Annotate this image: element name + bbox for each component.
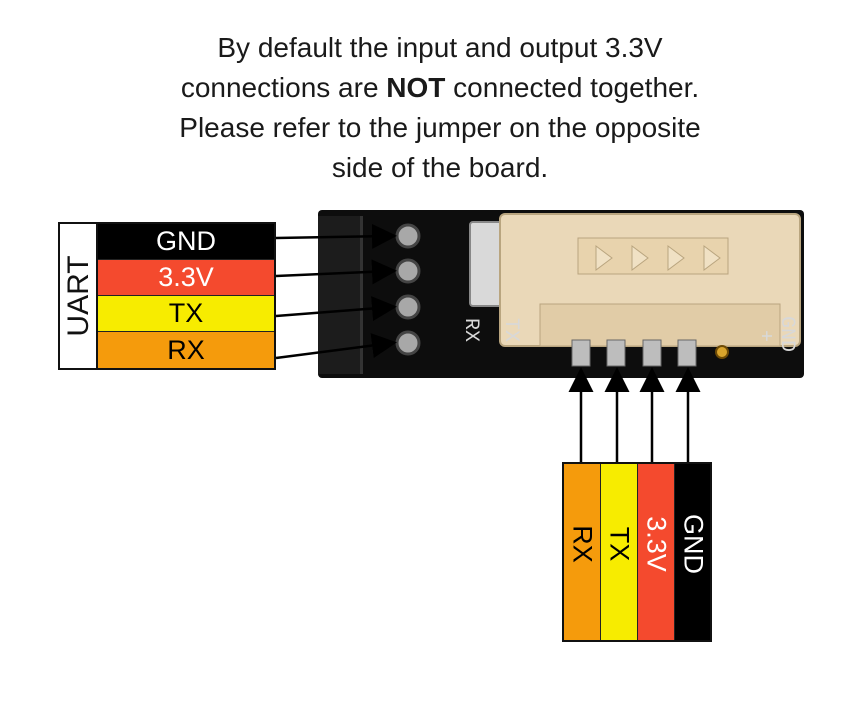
caption-line-1: By default the input and output 3.3V [217, 32, 663, 63]
silk-plus: + [753, 330, 776, 343]
caption-emphasis: NOT [386, 72, 446, 103]
uart-label: UART [62, 255, 95, 337]
uart-arrows [275, 223, 397, 360]
caption-line-4: side of the board. [331, 152, 549, 183]
bottom-pin-tx-label: TX [604, 526, 635, 562]
bottom-pin-tx: TX [601, 464, 638, 640]
silk-tx: TX [499, 318, 522, 343]
caption-line-2-post: connected together. [445, 72, 700, 103]
pad-rx [395, 330, 421, 356]
uart-pin-gnd: GND [98, 224, 274, 260]
jumper-via [715, 345, 729, 359]
jst-pins [571, 339, 697, 367]
uart-header-block: UART GND 3.3V TX RX [58, 222, 276, 370]
pad-tx [395, 294, 421, 320]
caption-line-2-pre: connections are [180, 72, 387, 103]
uart-pin-3v3: 3.3V [98, 260, 274, 296]
bottom-pin-rx-label: RX [567, 525, 598, 563]
bottom-pin-3v3: 3.3V [638, 464, 675, 640]
uart-pin-rx: RX [98, 332, 274, 368]
pad-3v3 [395, 258, 421, 284]
caption-line-3: Please refer to the jumper on the opposi… [179, 112, 701, 143]
caption: By default the input and output 3.3V con… [100, 28, 780, 188]
bottom-pin-3v3-label: 3.3V [641, 516, 672, 572]
bottom-arrows [568, 367, 701, 462]
jst-connector [469, 213, 801, 347]
silk-gnd: GND [775, 316, 798, 353]
arrow-rx [275, 333, 397, 360]
bottom-pin-gnd: GND [675, 464, 710, 640]
arrow-gnd [275, 223, 397, 249]
pad-gnd [395, 223, 421, 249]
bottom-pin-gnd-label: GND [678, 514, 708, 574]
silk-rx: RX [459, 318, 482, 343]
bottom-header-block: RX TX 3.3V GND [562, 462, 712, 642]
caption-line-2: connections are NOT connected together. [100, 68, 780, 108]
arrow-3v3 [275, 259, 397, 285]
uart-pads [395, 223, 421, 356]
arrow-tx [275, 296, 397, 322]
uart-pin-tx: TX [98, 296, 274, 332]
bottom-pin-rx: RX [564, 464, 601, 640]
uart-label-column: UART [60, 224, 98, 368]
